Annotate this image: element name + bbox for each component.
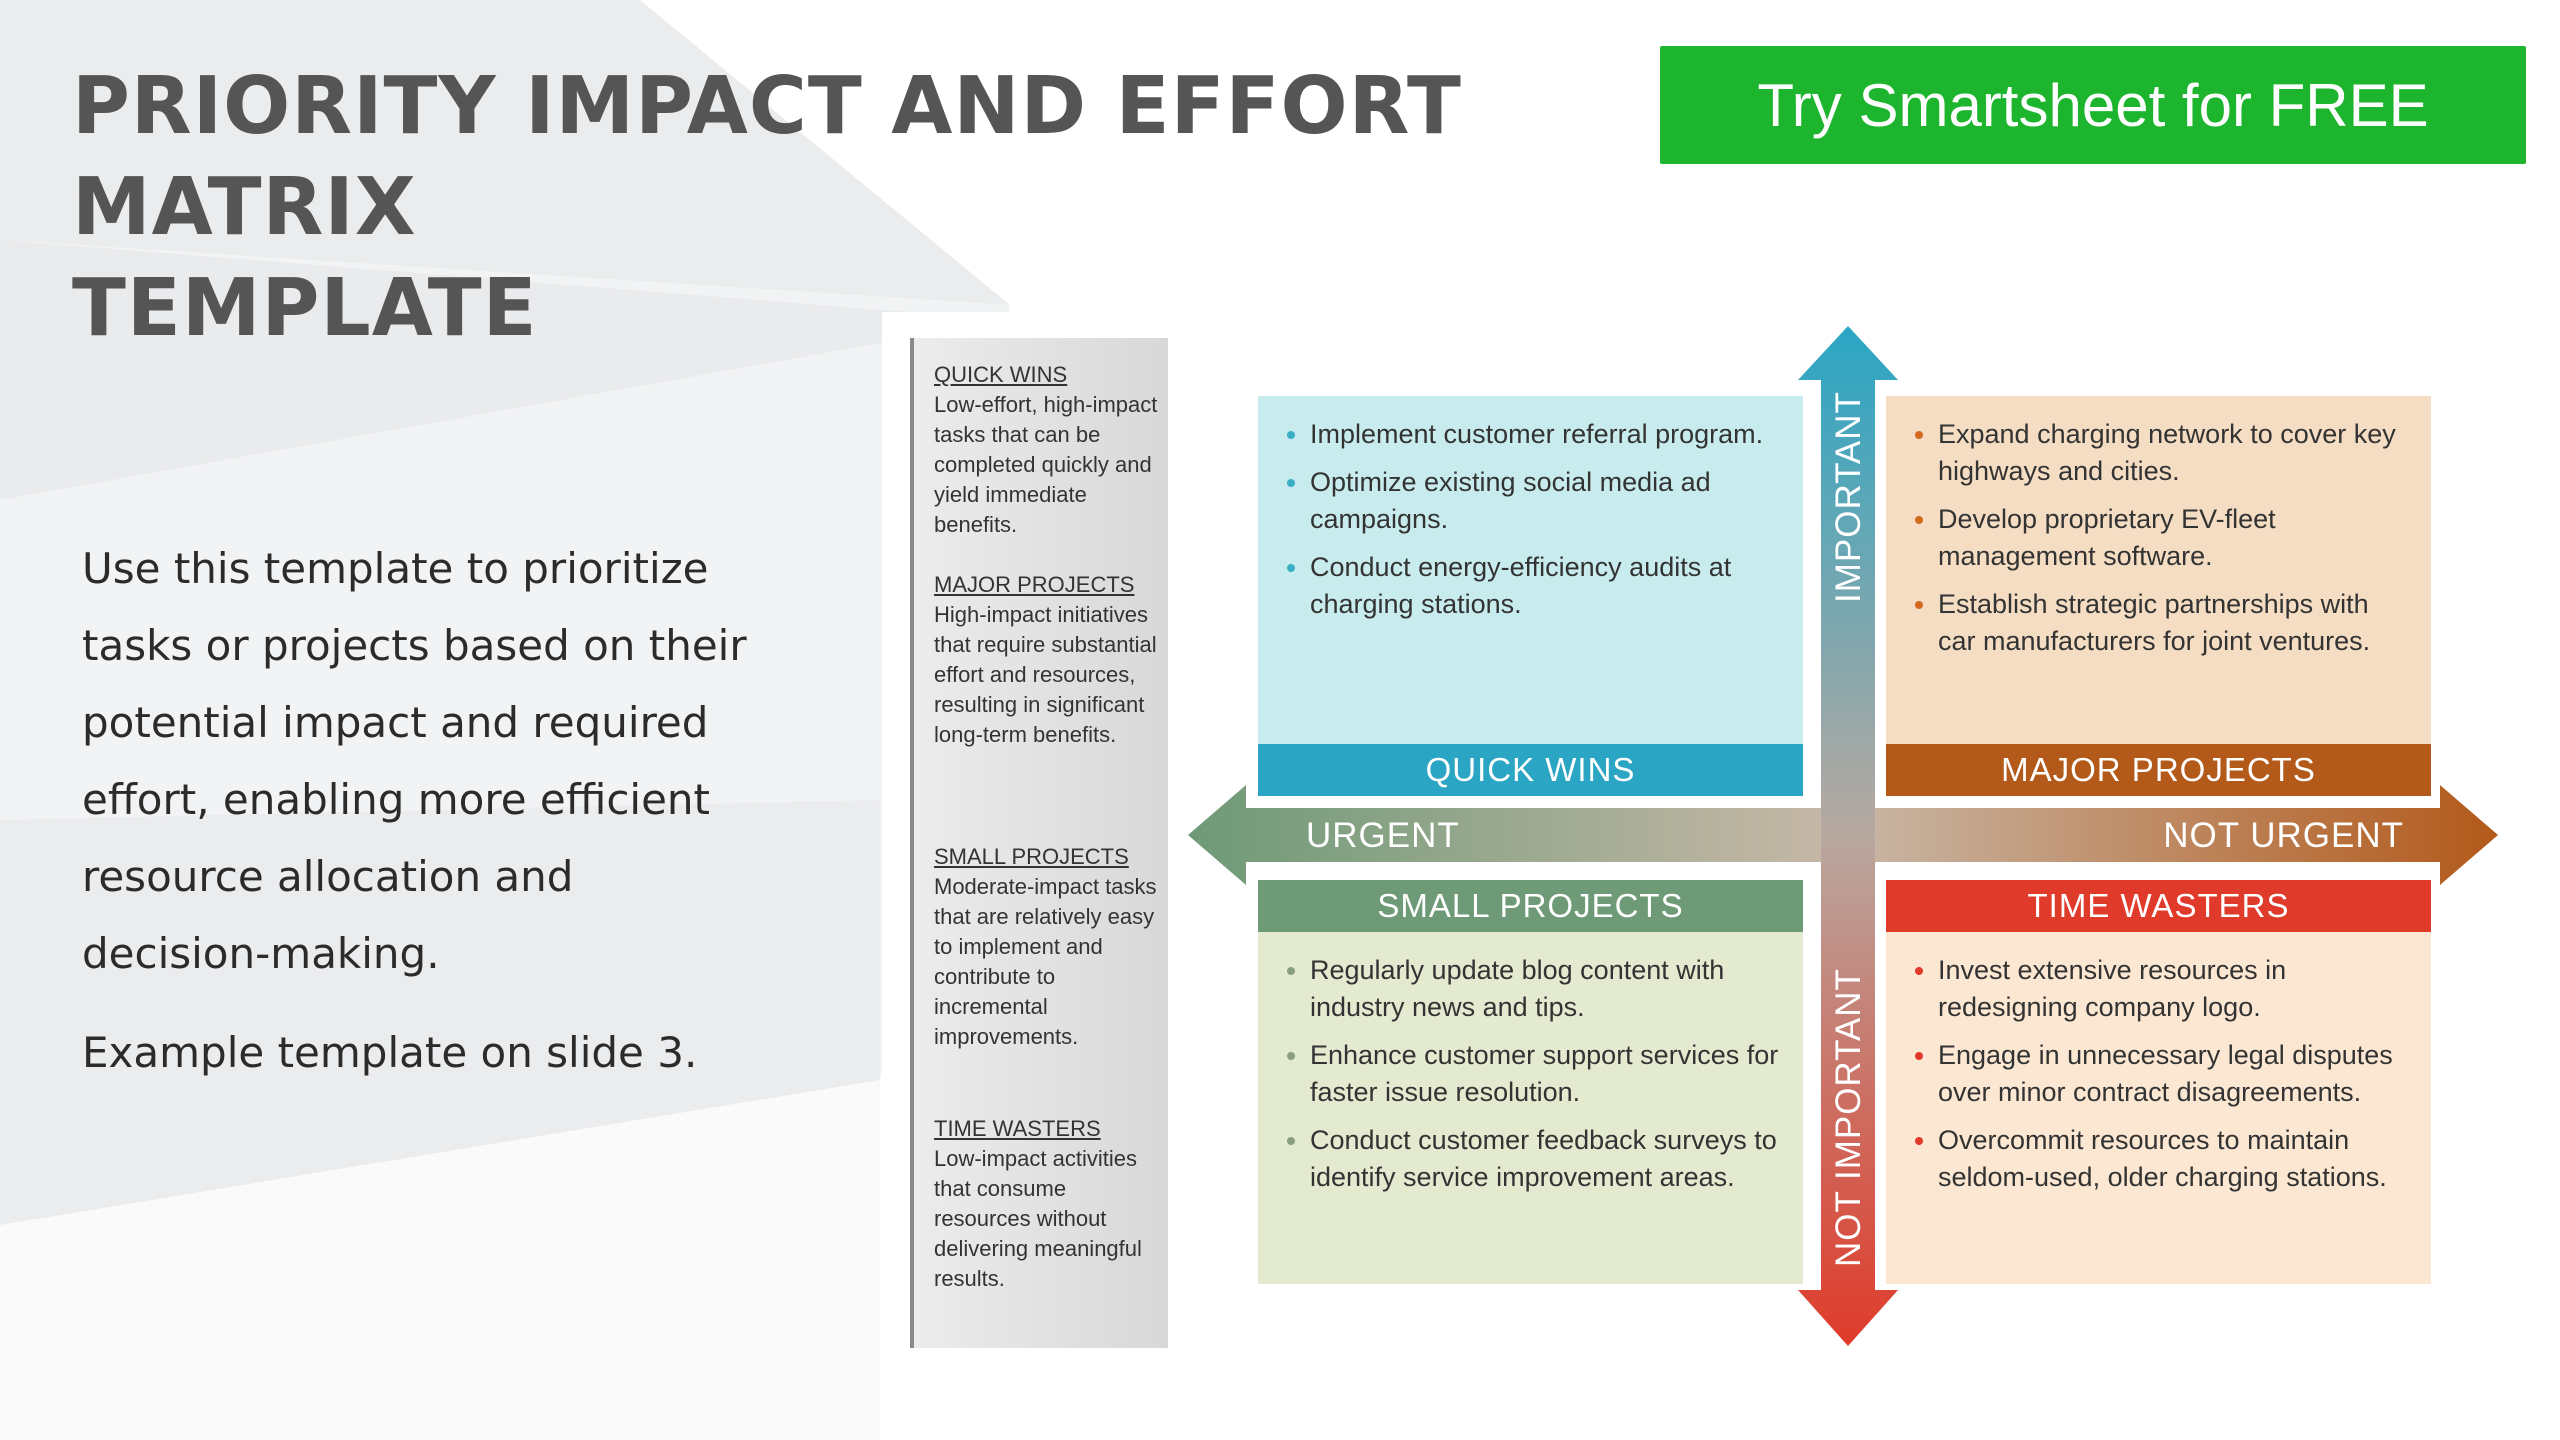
list-item: Regularly update blog content with indus… xyxy=(1310,952,1783,1026)
legend-body: Low-impact activities that consume resou… xyxy=(934,1146,1142,1291)
legend-head: MAJOR PROJECTS xyxy=(934,572,1135,597)
list-item: Engage in unnecessary legal disputes ove… xyxy=(1938,1037,2411,1111)
vertical-axis-arrow xyxy=(1798,326,1898,1346)
quadrant-small-projects: SMALL PROJECTS Regularly update blog con… xyxy=(1258,880,1803,1284)
legend-head: TIME WASTERS xyxy=(934,1116,1101,1141)
try-smartsheet-button[interactable]: Try Smartsheet for FREE xyxy=(1660,46,2526,164)
axis-label-not-urgent: NOT URGENT xyxy=(2163,816,2404,855)
legend-panel: QUICK WINS Low-effort, high-impact tasks… xyxy=(910,338,1168,1348)
list-item: Overcommit resources to maintain seldom-… xyxy=(1938,1122,2411,1196)
axis-label-important: IMPORTANT xyxy=(1829,391,1868,603)
axis-label-urgent: URGENT xyxy=(1306,816,1460,855)
quick-wins-label: QUICK WINS xyxy=(1258,744,1803,796)
list-item: Invest extensive resources in redesignin… xyxy=(1938,952,2411,1026)
quadrant-major-projects: Expand charging network to cover key hig… xyxy=(1886,396,2431,796)
legend-head: SMALL PROJECTS xyxy=(934,844,1129,869)
list-item: Enhance customer support services for fa… xyxy=(1310,1037,1783,1111)
small-projects-list: Regularly update blog content with indus… xyxy=(1258,880,1803,1196)
legend-body: Low-effort, high-impact tasks that can b… xyxy=(934,392,1158,537)
page-title: PRIORITY IMPACT AND EFFORT MATRIX TEMPLA… xyxy=(72,56,1612,359)
axis-label-not-important: NOT IMPORTANT xyxy=(1829,968,1868,1267)
major-projects-label: MAJOR PROJECTS xyxy=(1886,744,2431,796)
quadrant-time-wasters: TIME WASTERS Invest extensive resources … xyxy=(1886,880,2431,1284)
list-item: Implement customer referral program. xyxy=(1310,416,1783,453)
major-projects-list: Expand charging network to cover key hig… xyxy=(1886,396,2431,660)
small-projects-label: SMALL PROJECTS xyxy=(1258,880,1803,932)
list-item: Conduct energy-efficiency audits at char… xyxy=(1310,549,1783,623)
list-item: Establish strategic partnerships with ca… xyxy=(1938,586,2411,660)
time-wasters-list: Invest extensive resources in redesignin… xyxy=(1886,880,2431,1196)
quick-wins-list: Implement customer referral program. Opt… xyxy=(1258,396,1803,623)
intro-note: Example template on slide 3. xyxy=(82,1028,698,1077)
list-item: Optimize existing social media ad campai… xyxy=(1310,464,1783,538)
time-wasters-label: TIME WASTERS xyxy=(1886,880,2431,932)
legend-head: QUICK WINS xyxy=(934,362,1068,387)
list-item: Develop proprietary EV-fleet management … xyxy=(1938,501,2411,575)
legend-body: Moderate-impact tasks that are relativel… xyxy=(934,874,1157,1049)
intro-text: Use this template to prioritize tasks or… xyxy=(82,544,747,978)
title-line-2: TEMPLATE xyxy=(72,262,538,354)
legend-time-wasters: TIME WASTERS Low-impact activities that … xyxy=(934,1114,1164,1294)
list-item: Conduct customer feedback surveys to ide… xyxy=(1310,1122,1783,1196)
legend-small-projects: SMALL PROJECTS Moderate-impact tasks tha… xyxy=(934,842,1164,1052)
legend-quick-wins: QUICK WINS Low-effort, high-impact tasks… xyxy=(934,360,1164,540)
list-item: Expand charging network to cover key hig… xyxy=(1938,416,2411,490)
title-line-1: PRIORITY IMPACT AND EFFORT MATRIX xyxy=(72,60,1462,253)
quadrant-quick-wins: Implement customer referral program. Opt… xyxy=(1258,396,1803,796)
legend-body: High-impact initiatives that require sub… xyxy=(934,602,1157,747)
legend-major-projects: MAJOR PROJECTS High-impact initiatives t… xyxy=(934,570,1164,750)
